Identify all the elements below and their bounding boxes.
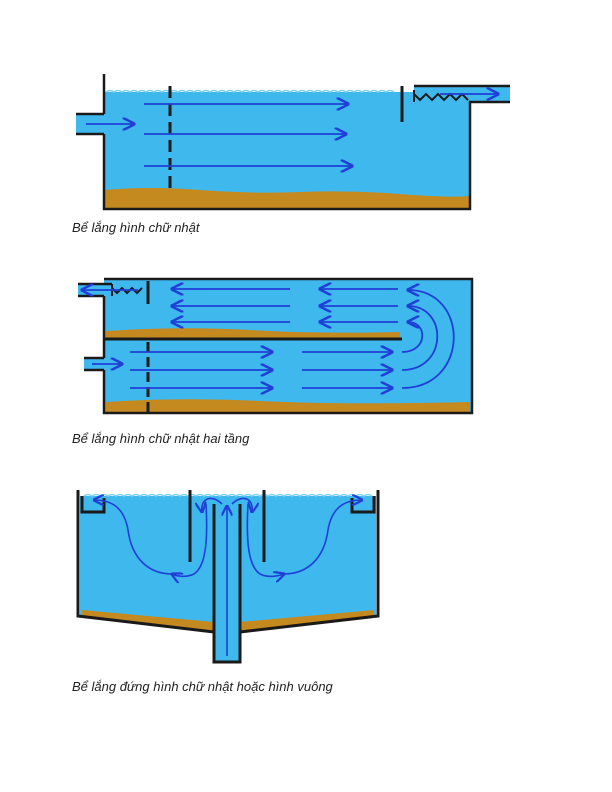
flow-arrows [86,94,498,166]
outlet-weir [413,90,469,102]
tank-wall [78,277,474,415]
sludge-upper [106,328,400,338]
tank-rectangular [76,74,510,211]
water-body [104,92,470,208]
caption-vertical-tank: Bể lắng đứng hình chữ nhật hoặc hình vuô… [72,679,333,694]
tank-two-storey [78,277,474,415]
tank-wall [76,490,380,634]
sludge-layer [82,610,374,632]
central-pipe [212,504,242,664]
water-body [104,279,472,413]
tank-wall [76,74,510,211]
water-body [80,496,376,662]
flow-arrows [94,498,362,656]
caption-two-storey-tank: Bể lắng hình chữ nhật hai tầng [72,431,250,446]
water-surface [83,493,373,497]
sludge-lower [106,399,470,412]
flow-arrows [82,289,455,388]
water-surface [105,89,395,93]
sludge-layer [104,188,470,208]
caption-rectangular-tank: Bể lắng hình chữ nhật [72,220,200,235]
tank-vertical [76,490,380,664]
